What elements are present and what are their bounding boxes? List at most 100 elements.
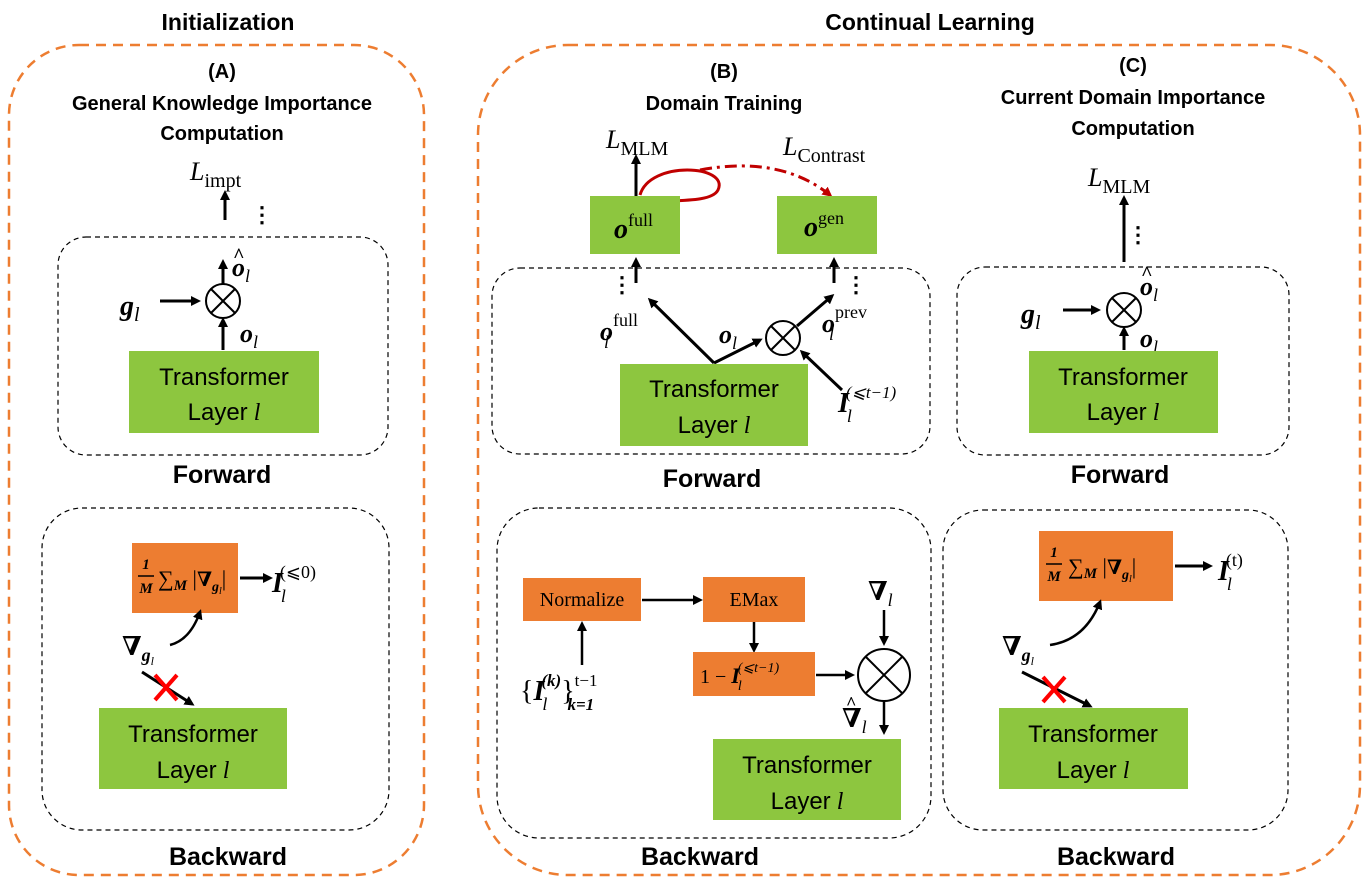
panel-c-grad-label: ∇gl — [1002, 632, 1035, 668]
panel-b-backward-box — [496, 507, 932, 839]
panel-b-grad-hat-label: ∇l — [842, 704, 867, 737]
panel-b-mask-label: Il(⩽t−1) — [837, 383, 897, 426]
panel-a-transformer-backward-line1: Transformer — [128, 721, 258, 748]
panel-a-forward-box — [57, 236, 389, 456]
panel-a-o-label: ol — [240, 319, 258, 352]
panel-a-grad-to-formula-arrow — [169, 609, 203, 647]
panel-a-cross-b — [153, 673, 179, 702]
panel-b-grad-label: ∇l — [868, 577, 893, 610]
panel-b-one-minus-box — [693, 652, 815, 696]
panel-b-contrast-arrow — [699, 164, 833, 197]
panel-c-cross-icon — [1041, 675, 1067, 704]
panel-b-self-loop-arrow — [638, 168, 721, 207]
panel-b-normalize-label: Normalize — [540, 589, 625, 611]
panel-b-o-to-mult-arrow — [713, 338, 763, 365]
panel-b-out-full-label: ofull — [614, 210, 653, 245]
panel-a-backward-label: Backward — [169, 843, 287, 871]
panel-a-transformer-backward — [99, 708, 287, 789]
panel-a-importance-label: Il(⩽0) — [271, 562, 316, 606]
panel-c-frac-den: M — [1046, 569, 1061, 585]
panel-b-out-gen-label: ogen — [804, 208, 844, 243]
panel-a-cross-icon — [153, 673, 179, 702]
panel-c-forward-box — [956, 266, 1290, 456]
panel-a-frac-num: 1 — [142, 557, 150, 573]
panel-a-sum-expr: ∑M |∇gl| — [158, 566, 226, 597]
panel-a-hat-mark: ^ — [233, 245, 245, 267]
panel-c-frac-num: 1 — [1050, 545, 1058, 561]
panel-c-loss: LMLM — [1087, 163, 1150, 198]
panel-c-transformer-backward-line1: Transformer — [1028, 721, 1158, 748]
initialization-group — [7, 43, 426, 877]
panel-a: (A) General Knowledge Importance Computa… — [41, 61, 390, 871]
panel-b: (B) Domain Training LMLM LContrast ofull… — [491, 61, 932, 871]
panel-b-multiply-x2 — [770, 325, 796, 351]
panel-a-backward-box — [41, 507, 390, 831]
panel-b-backward-label: Backward — [641, 843, 759, 871]
panel-c-importance-formula-box — [1039, 531, 1173, 601]
panel-c-importance-label: Il(t) — [1217, 550, 1243, 594]
panel-b-forward-box — [491, 267, 931, 455]
panel-c-title-line1: Current Domain Importance — [1001, 87, 1265, 109]
continual-learning-title: Continual Learning — [825, 9, 1035, 35]
panel-c-transformer-forward — [1029, 351, 1218, 433]
panel-a-grad-label: ∇gl — [122, 632, 155, 668]
panel-c-dots: ⋮ — [1127, 222, 1149, 247]
panel-c-transformer-backward — [999, 708, 1188, 789]
panel-b-transformer-backward — [713, 739, 901, 820]
panel-a-ohat-label: ol — [232, 253, 250, 286]
panel-c-ohat-label: ol — [1140, 272, 1158, 305]
panel-b-forward-label: Forward — [663, 465, 762, 493]
panel-b-transformer-forward — [620, 364, 808, 446]
panel-a-title-line2: Computation — [160, 123, 283, 145]
panel-b-emax-box — [703, 577, 805, 622]
panel-a-dots: ⋮ — [251, 202, 273, 227]
panel-b-full-branch-arrow — [647, 297, 716, 365]
panel-b-o-label: ol — [719, 320, 737, 353]
panel-b-backward-multiply-x2 — [865, 656, 903, 694]
panel-b-one-minus-label: 1 − Il(⩽t−1) — [700, 661, 779, 694]
initialization-title: Initialization — [162, 9, 295, 35]
panel-c-o-label: ol — [1140, 324, 1158, 357]
panel-a-transformer-forward — [129, 351, 319, 433]
panel-b-out-gen-box — [777, 196, 877, 254]
panel-c-g-label: gl — [1020, 299, 1041, 334]
panel-a-title-line1: General Knowledge Importance — [72, 93, 372, 115]
panel-b-letter: (B) — [710, 61, 738, 83]
panel-c: (C) Current Domain Importance Computatio… — [942, 55, 1290, 871]
panel-a-importance-formula: 1 M ∑M |∇gl| — [138, 557, 226, 597]
panel-a-g-label: gl — [119, 291, 140, 326]
panel-a-transformer-forward-line1: Transformer — [159, 364, 289, 391]
panel-a-multiply-x2 — [210, 288, 236, 314]
panel-b-mask-arrow — [799, 349, 844, 392]
panel-b-out-full-box — [590, 196, 680, 254]
panel-b-grad-hat-mark: ^ — [846, 693, 856, 713]
panel-c-cross-b — [1041, 675, 1067, 704]
panel-b-title: Domain Training — [646, 93, 803, 115]
panel-a-frac-den: M — [138, 581, 153, 597]
panel-c-transformer-forward-line1: Transformer — [1058, 364, 1188, 391]
panel-b-prev-arrow — [796, 294, 835, 328]
panel-c-importance-formula: 1 M ∑M |∇gl| — [1046, 545, 1136, 585]
panel-c-forward-label: Forward — [1071, 461, 1170, 489]
panel-c-grad-to-formula-arrow — [1049, 599, 1103, 647]
panel-c-letter: (C) — [1119, 55, 1147, 77]
panel-a-loss: Limpt — [189, 157, 242, 192]
panel-a-importance-formula-box — [132, 543, 238, 613]
panel-b-transformer-backward-line1: Transformer — [742, 752, 872, 779]
panel-b-transformer-forward-line1: Transformer — [649, 376, 779, 403]
panel-b-emax-label: EMax — [730, 589, 779, 611]
panel-b-dots-right: ⋮ — [845, 272, 867, 297]
panel-c-sum-expr: ∑M |∇gl| — [1068, 554, 1136, 585]
panel-b-dots-left: ⋮ — [611, 272, 633, 297]
panel-c-hat-mark: ^ — [1141, 263, 1153, 285]
panel-c-backward-label: Backward — [1057, 843, 1175, 871]
panel-c-multiply-x2 — [1111, 297, 1137, 323]
